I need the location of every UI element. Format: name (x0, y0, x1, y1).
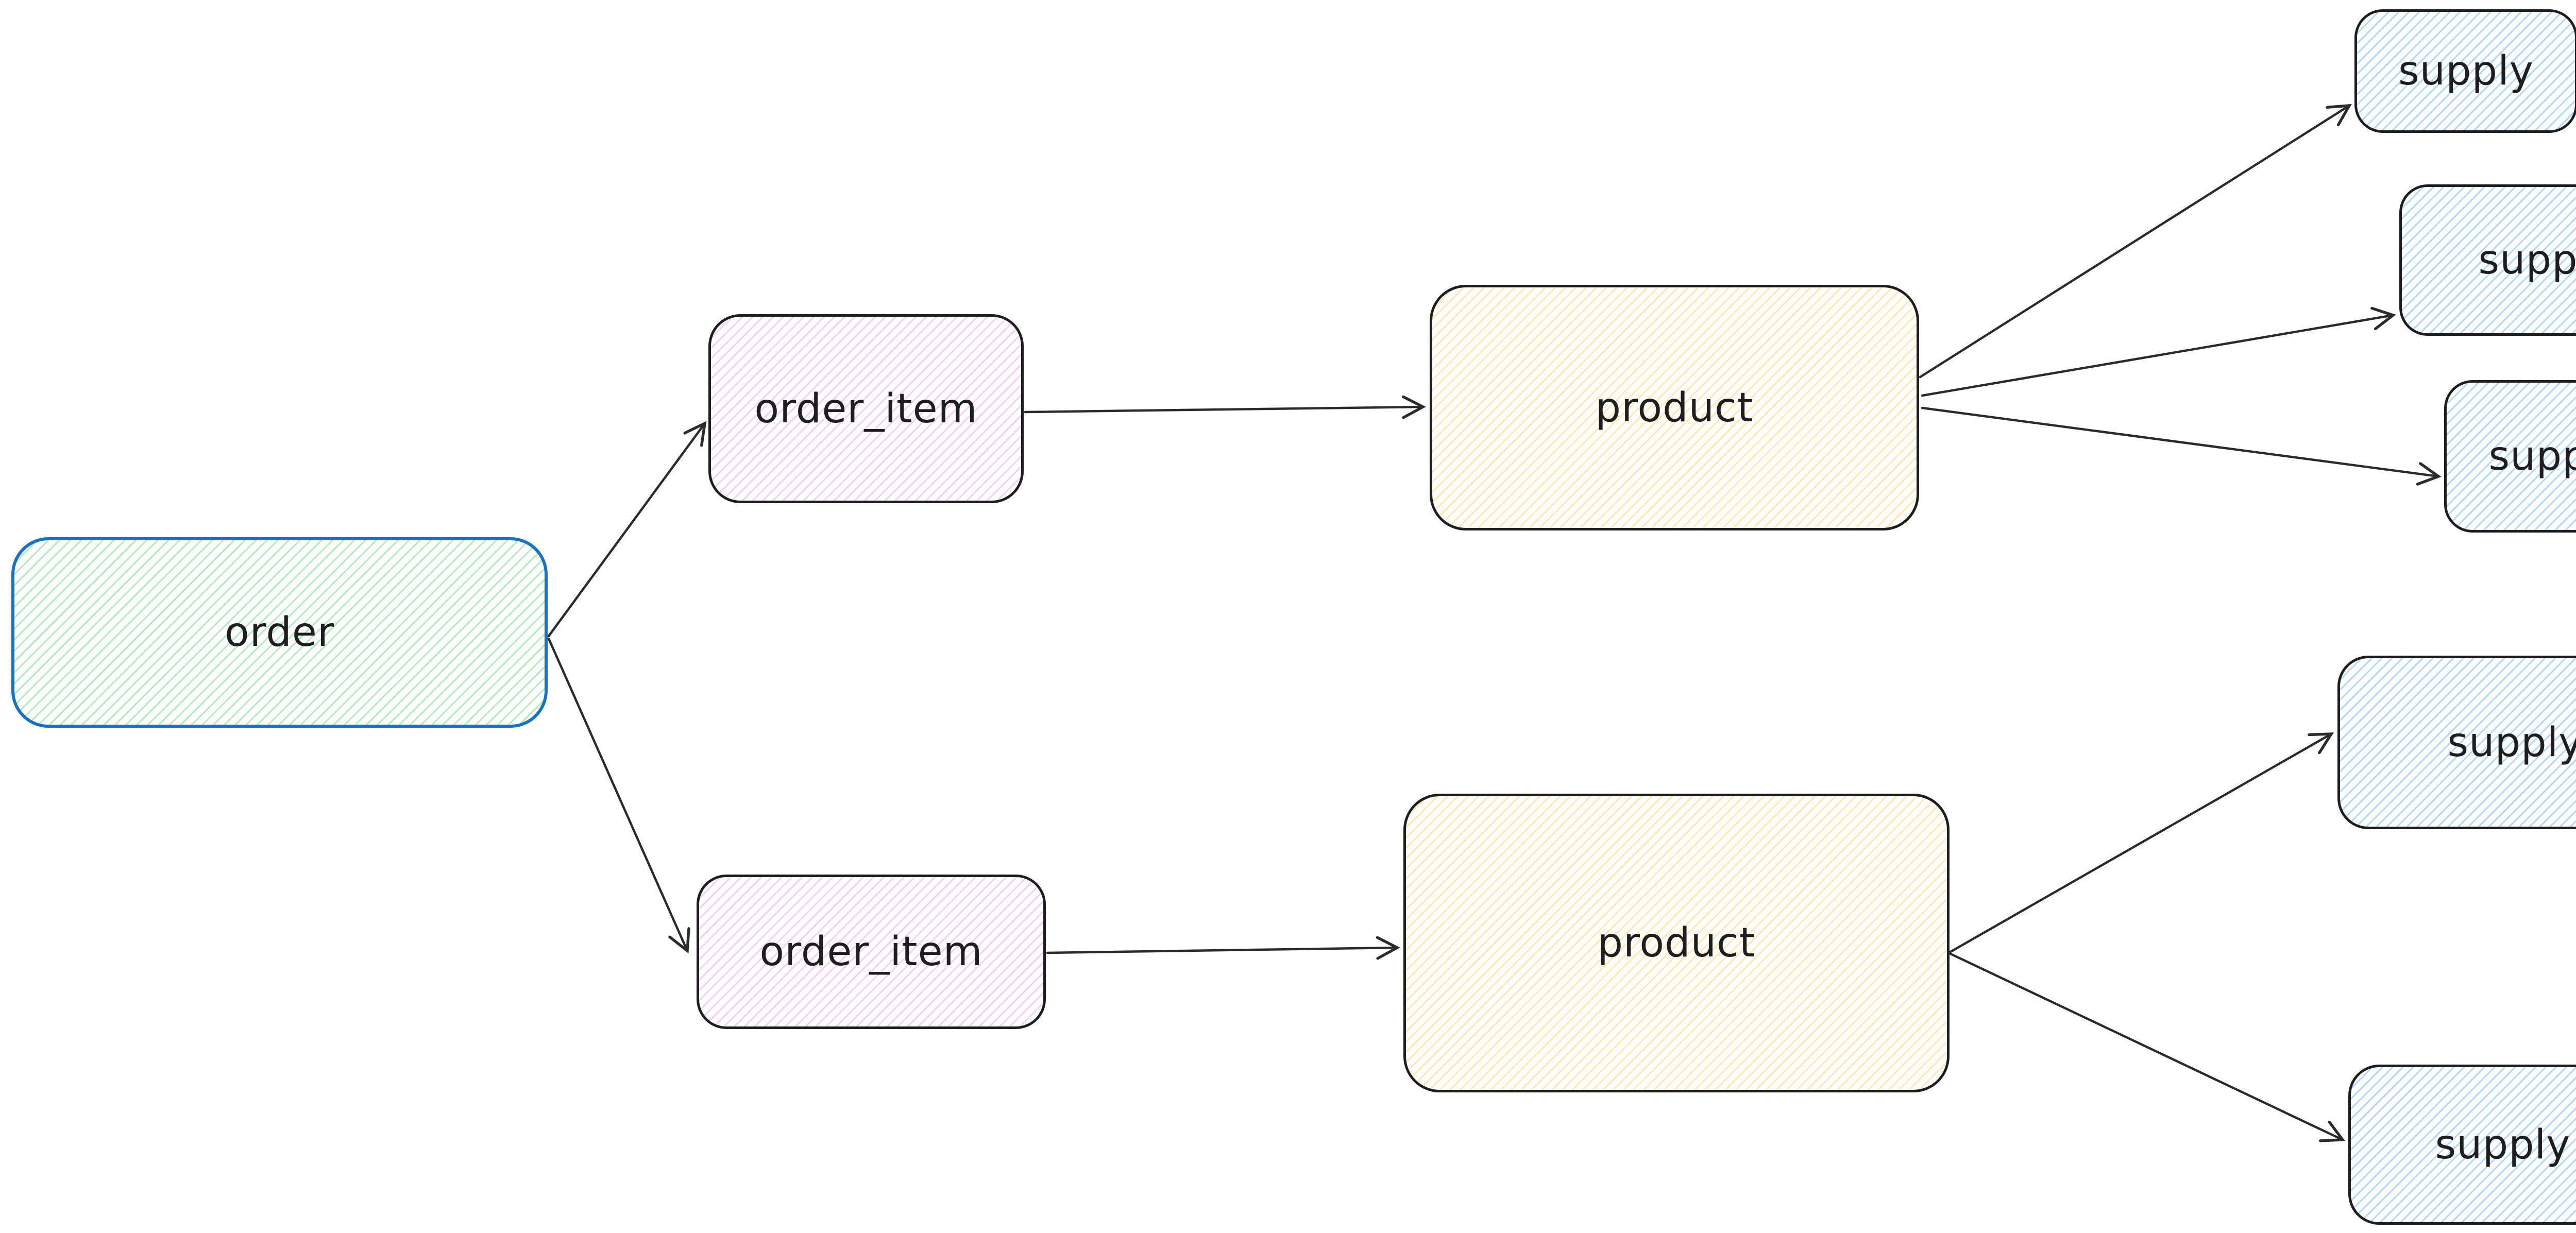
node-supply-1-label: supply (2398, 48, 2534, 94)
arrow-order-item-2-to-product-2[interactable] (1046, 948, 1397, 953)
node-supply-2[interactable]: supply (2399, 184, 2576, 336)
arrow-order-to-order-item-2[interactable] (547, 637, 687, 951)
node-product-1[interactable]: product (1430, 285, 1919, 530)
node-order-label: order (225, 609, 334, 656)
node-order-item-2[interactable]: order_item (697, 875, 1046, 1029)
node-order-item-2-label: order_item (759, 929, 983, 975)
node-order-item-1[interactable]: order_item (708, 314, 1024, 503)
arrow-product-1-to-supply-1[interactable] (1919, 106, 2349, 379)
node-product-2-label: product (1597, 920, 1756, 966)
node-order-item-1-label: order_item (754, 385, 978, 432)
node-product-1-label: product (1595, 384, 1754, 431)
node-product-2[interactable]: product (1403, 794, 1950, 1092)
arrow-product-1-to-supply-3[interactable] (1921, 406, 2438, 476)
node-supply-4-label: supply (2447, 719, 2576, 766)
arrow-order-item-1-to-product-1[interactable] (1024, 407, 1423, 412)
node-supply-4[interactable]: supply (2337, 656, 2576, 829)
node-order[interactable]: order (11, 537, 548, 728)
node-supply-1[interactable]: supply (2354, 9, 2576, 133)
arrow-product-2-to-supply-5[interactable] (1949, 952, 2343, 1140)
arrow-product-1-to-supply-2[interactable] (1921, 315, 2393, 397)
node-supply-3-label: supply (2488, 433, 2576, 480)
arrow-product-2-to-supply-4[interactable] (1949, 734, 2331, 953)
node-supply-3[interactable]: supply (2444, 380, 2576, 533)
node-supply-2-label: supply (2478, 237, 2576, 283)
node-supply-5[interactable]: supply (2348, 1065, 2576, 1225)
arrow-order-to-order-item-1[interactable] (547, 423, 705, 638)
node-supply-5-label: supply (2435, 1121, 2571, 1168)
